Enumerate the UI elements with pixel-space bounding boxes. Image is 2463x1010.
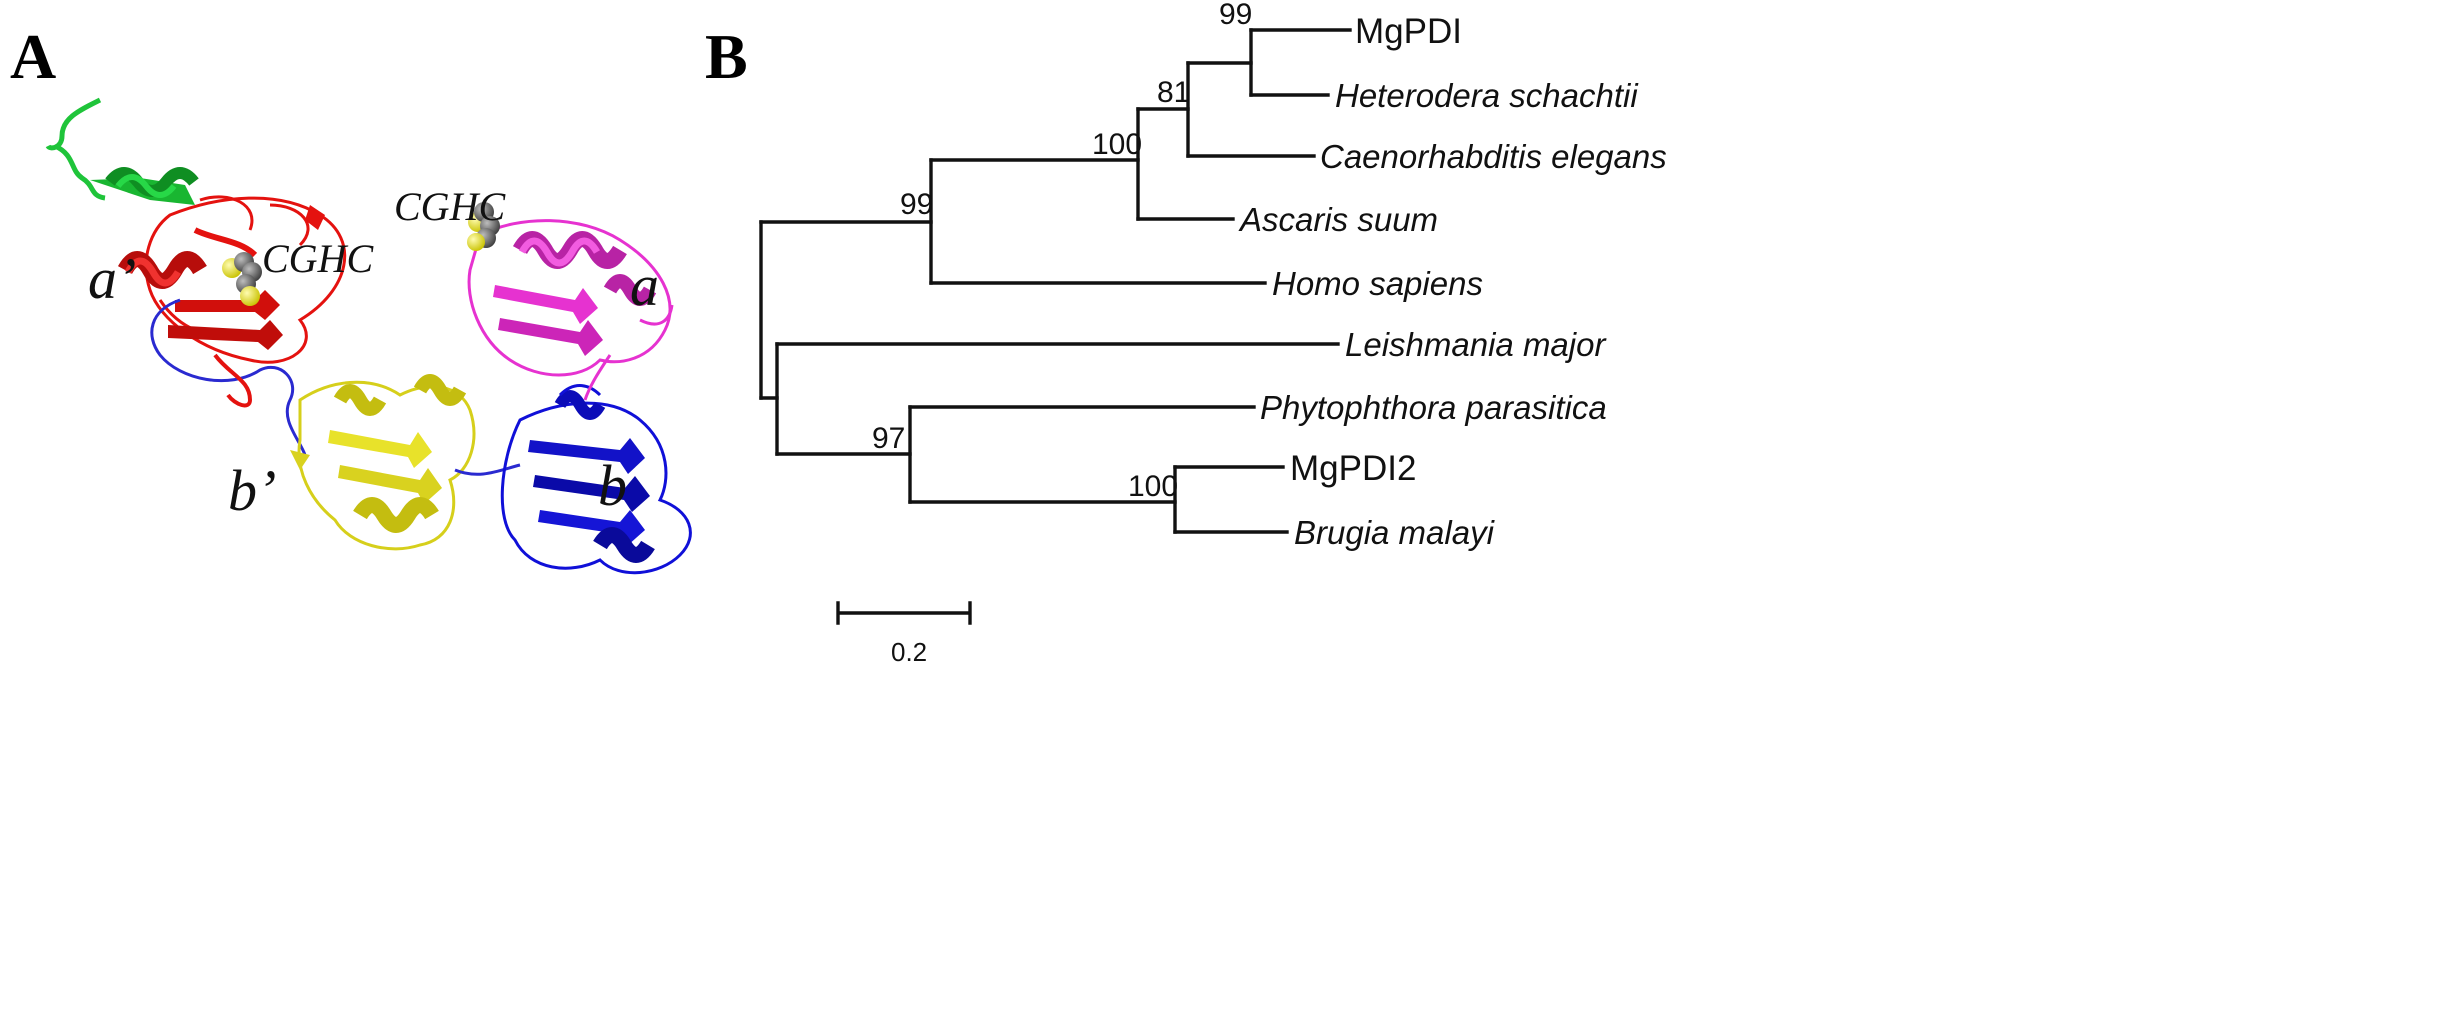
taxon-labels: MgPDI Heterodera schachtii Caenorhabditi… (1238, 12, 1667, 551)
taxon-label: Leishmania major (1345, 326, 1607, 363)
label-b: b (598, 453, 627, 518)
label-b-prime: b’ (228, 458, 276, 523)
phylogenetic-tree (759, 28, 1352, 534)
bootstrap-value: 81 (1157, 76, 1190, 109)
panel-a-letter: A (10, 21, 56, 92)
bootstrap-value: 100 (1128, 470, 1178, 503)
linker-loop (150, 298, 307, 456)
panel-b: B (705, 0, 1667, 667)
domain-b-prime (290, 374, 476, 551)
bootstrap-value: 100 (1092, 128, 1142, 161)
scale-bar: 0.2 (836, 601, 972, 667)
active-site-a (467, 202, 500, 251)
taxon-label: Brugia malayi (1294, 514, 1496, 551)
taxon-label: Ascaris suum (1238, 201, 1438, 238)
taxon-label: Heterodera schachtii (1335, 77, 1639, 114)
bootstrap-value: 99 (900, 188, 933, 221)
label-a: a (630, 253, 659, 318)
domain-b (500, 384, 692, 575)
bootstrap-value: 97 (872, 422, 905, 455)
label-a-prime: a’ (88, 246, 136, 311)
motif-label-a-prime: CGHC (262, 236, 374, 281)
bootstrap-value: 99 (1219, 0, 1252, 31)
taxon-label: Homo sapiens (1272, 265, 1483, 302)
panel-a: A (10, 21, 692, 575)
taxon-label: MgPDI2 (1290, 449, 1416, 488)
domain-a-prime (117, 195, 347, 364)
motif-label-a: CGHC (394, 184, 506, 229)
active-site-a-prime (222, 252, 262, 306)
domain-a (467, 219, 674, 377)
bootstrap-values: 99 81 100 99 97 100 (872, 0, 1252, 503)
scale-bar-line (836, 601, 972, 625)
n-terminal-helix (45, 97, 199, 205)
taxon-label: Caenorhabditis elegans (1320, 138, 1667, 175)
taxon-label: Phytophthora parasitica (1260, 389, 1607, 426)
taxon-label: MgPDI (1355, 12, 1462, 51)
scale-bar-label: 0.2 (891, 637, 927, 667)
panel-b-letter: B (705, 21, 748, 92)
